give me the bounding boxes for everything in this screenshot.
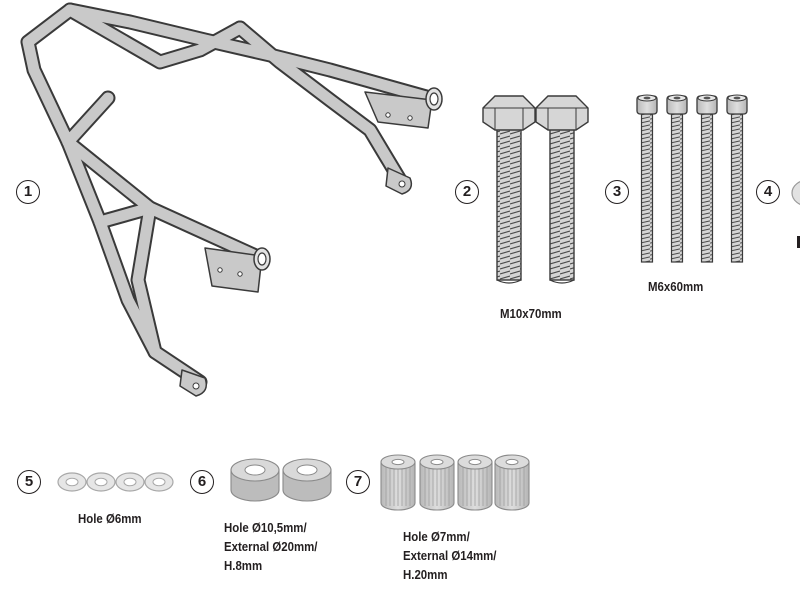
part-number-3: 3: [605, 180, 629, 204]
part-number-4: 4: [756, 180, 780, 204]
part-number-5: 5: [17, 470, 41, 494]
hex-bolt: [482, 95, 536, 284]
socket-screw: [636, 94, 658, 263]
spacer-icon: [230, 458, 332, 502]
washer-icon: [57, 472, 174, 492]
part-label-7-line-2: External Ø14mm/: [403, 548, 497, 563]
part-number-7: 7: [346, 470, 370, 494]
part-label-2: M10x70mm: [500, 306, 562, 321]
part-label-6-line-3: H.8mm: [224, 558, 263, 573]
tall-spacer: [419, 454, 455, 511]
part-label-6-line-2: External Ø20mm/: [224, 539, 318, 554]
washer: [144, 472, 174, 492]
tall-spacer: [494, 454, 530, 511]
tall-spacer: [380, 454, 416, 511]
part-number-1: 1: [16, 180, 40, 204]
washer: [115, 472, 145, 492]
part-label-5: Hole Ø6mm: [78, 511, 142, 526]
hex-bolt: [535, 95, 589, 284]
socket-screw: [726, 94, 748, 263]
spacer: [230, 458, 280, 502]
washer: [57, 472, 87, 492]
tall-spacer-icon: [380, 454, 530, 511]
washer-icon: [791, 181, 800, 248]
part-label-7-line-1: Hole Ø7mm/: [403, 529, 470, 544]
washer: [86, 472, 116, 492]
part-label-6: Hole Ø10,5mm/ External Ø20mm/ H.8mm: [224, 518, 317, 575]
socket-screw: [696, 94, 718, 263]
part-number-6: 6: [190, 470, 214, 494]
socket-screw: [666, 94, 688, 263]
part-label-7: Hole Ø7mm/ External Ø14mm/ H.20mm: [403, 527, 496, 584]
tall-spacer: [457, 454, 493, 511]
spacer: [282, 458, 332, 502]
part-label-7-line-3: H.20mm: [403, 567, 448, 582]
part-number-2: 2: [455, 180, 479, 204]
hex-bolt-icon: [482, 95, 589, 284]
part-label-3: M6x60mm: [648, 279, 704, 294]
rack-frame-icon: [20, 2, 443, 397]
part-label-6-line-1: Hole Ø10,5mm/: [224, 520, 307, 535]
socket-screw-icon: [636, 94, 748, 263]
